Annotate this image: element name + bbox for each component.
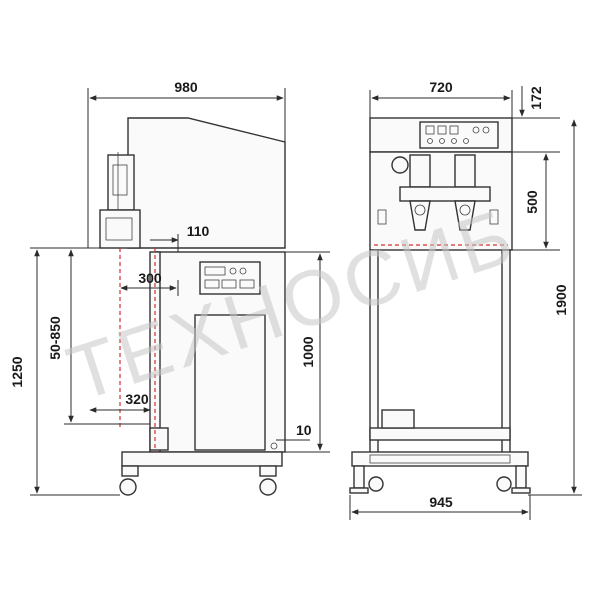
front-dimensions: 720 172 500 1900 945 — [349, 79, 582, 520]
side-base — [121, 451, 283, 467]
front-cylinder-right — [454, 154, 476, 188]
dim-300: 300 — [138, 270, 162, 286]
side-caster-left — [119, 478, 137, 496]
dim-720: 720 — [429, 79, 453, 95]
side-caster-right — [259, 478, 277, 496]
side-view — [99, 117, 286, 496]
dim-1000: 1000 — [300, 336, 316, 367]
dim-10: 10 — [296, 422, 312, 438]
dim-1250: 1250 — [9, 356, 25, 387]
dim-172: 172 — [528, 86, 544, 110]
front-caster-left — [368, 476, 384, 492]
dim-980: 980 — [174, 79, 198, 95]
front-cylinder-left — [409, 154, 431, 188]
side-head-upper — [107, 154, 135, 211]
dim-500: 500 — [524, 190, 540, 214]
dim-1900: 1900 — [553, 284, 569, 315]
dim-110: 110 — [187, 223, 210, 239]
side-dimensions: 980 110 300 1250 50-850 320 1000 10 — [9, 79, 330, 496]
front-view — [349, 117, 531, 494]
dim-320: 320 — [125, 391, 149, 407]
front-gauge — [391, 156, 409, 174]
side-door — [194, 314, 266, 451]
front-base — [351, 451, 529, 467]
front-caster-right — [496, 476, 512, 492]
dim-50-850: 50-850 — [47, 316, 63, 360]
front-lower-rail — [369, 427, 511, 441]
dim-945: 945 — [429, 494, 453, 510]
